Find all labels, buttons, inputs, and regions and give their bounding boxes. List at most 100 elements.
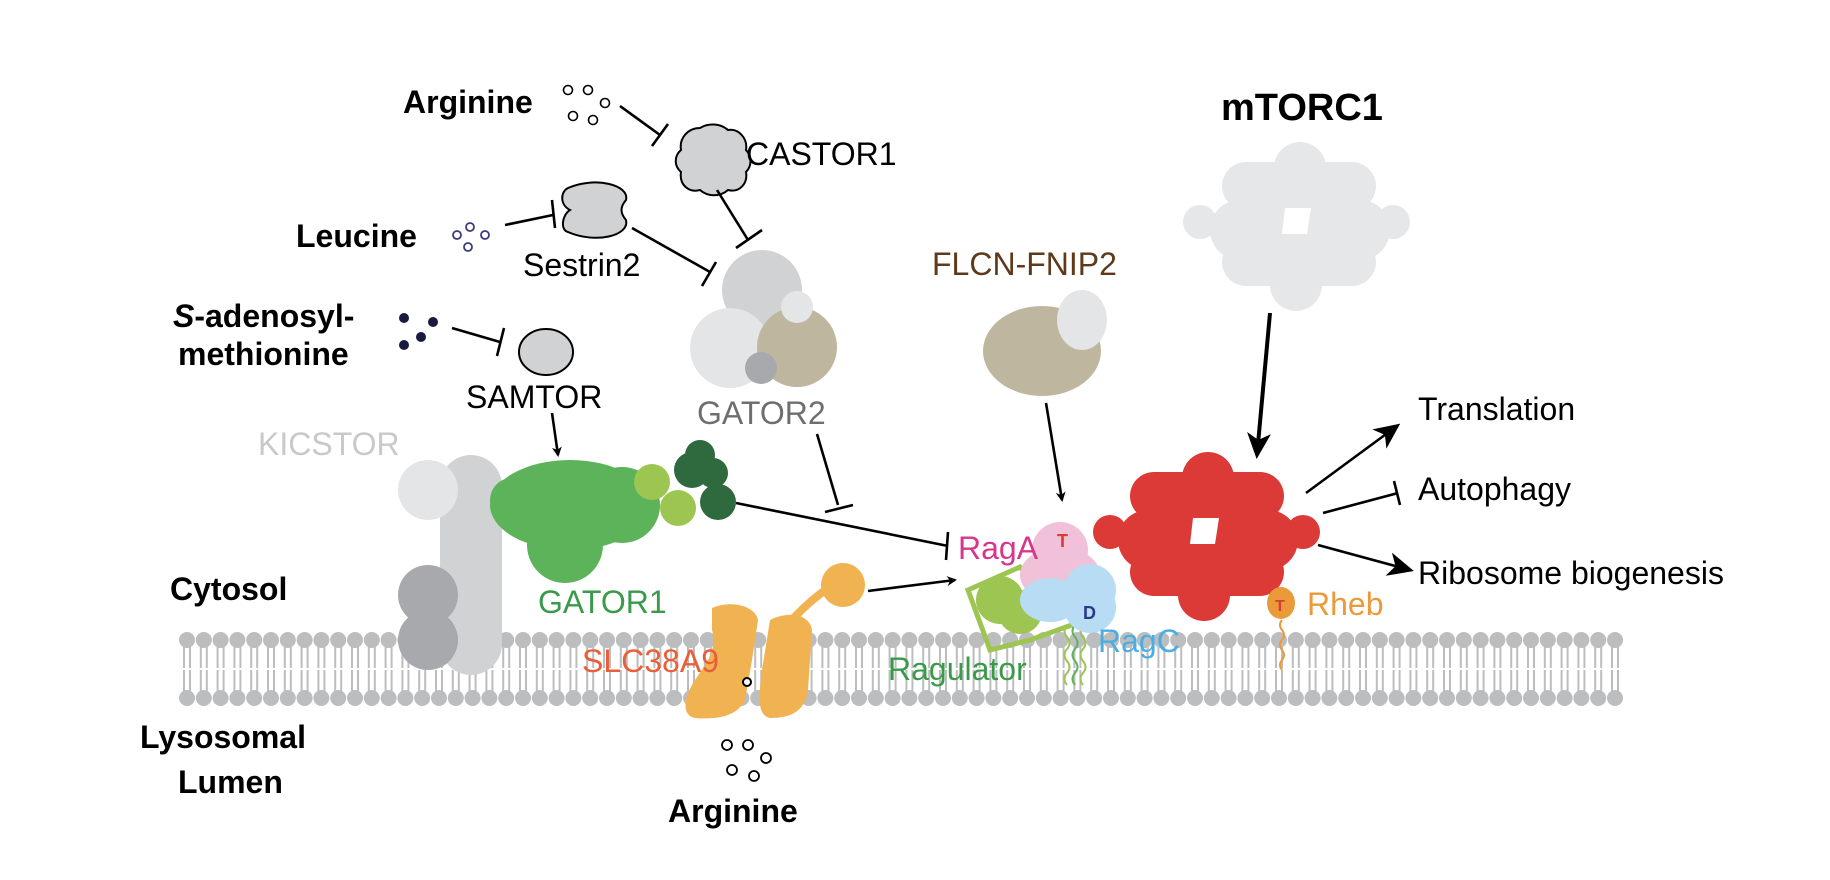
- lipid-upper: [1287, 632, 1304, 668]
- lipid-upper: [565, 632, 582, 668]
- raga-label: RagA: [958, 530, 1039, 566]
- ragulator-label: Ragulator: [888, 651, 1027, 687]
- lipid-lower: [1136, 670, 1153, 706]
- lipid-lower: [1388, 670, 1405, 706]
- lipid-lower: [1170, 670, 1187, 706]
- lipid-lower: [1338, 670, 1355, 706]
- lipid-lower: [1304, 670, 1321, 706]
- leucine-molecules: [452, 222, 490, 252]
- lipid-lower: [246, 670, 263, 706]
- mtorc1-recruitment-arrow: [1247, 312, 1272, 459]
- slc38a9-transporter: [685, 563, 865, 719]
- output-translation: Translation: [1418, 391, 1575, 427]
- lipid-lower: [1355, 670, 1371, 706]
- sestrin2-protein: [561, 181, 628, 239]
- lipid-upper: [1539, 632, 1556, 668]
- lipid-upper: [179, 632, 195, 668]
- lipid-upper: [515, 632, 531, 668]
- lipid-lower: [531, 670, 548, 706]
- lipid-upper: [1489, 632, 1506, 668]
- lipid-upper: [380, 632, 397, 668]
- gator2-label: GATOR2: [697, 395, 826, 431]
- lipid-upper: [1439, 632, 1455, 668]
- lipid-upper: [1556, 632, 1573, 668]
- lipid-lower: [1086, 670, 1103, 706]
- slc38a9-rag-arrow: [867, 576, 957, 593]
- arginine-molecules-cytosol: [562, 84, 611, 126]
- kicstor-pillar: [440, 455, 502, 675]
- lipid-lower: [1506, 670, 1523, 706]
- mtorc1-inactive: [1183, 142, 1410, 311]
- lipid-lower: [1271, 670, 1287, 706]
- lipid-upper: [851, 632, 867, 668]
- sam-rest: -adenosyl-: [194, 298, 354, 334]
- lipid-upper: [834, 632, 851, 668]
- gator1-label: GATOR1: [538, 584, 667, 620]
- ragc-protein: [1020, 564, 1116, 633]
- lipid-lower: [447, 670, 464, 706]
- lipid-lower: [1254, 670, 1271, 706]
- lipid-lower: [179, 670, 195, 706]
- lipid-upper: [1607, 632, 1623, 668]
- arginine-molecules-lumen: [721, 739, 772, 782]
- ragc-gdp-marker: D: [1083, 603, 1096, 623]
- sam-italic-s: S: [173, 298, 195, 334]
- lipid-lower: [1455, 670, 1472, 706]
- lipid-upper: [1338, 632, 1355, 668]
- lipid-upper: [1405, 632, 1422, 668]
- lipid-lower: [263, 670, 279, 706]
- lipid-upper: [229, 632, 246, 668]
- flcn-fnip2-complex: [983, 290, 1107, 396]
- lipid-upper: [330, 632, 347, 668]
- lipid-upper: [867, 632, 884, 668]
- sam-label-line1: S-adenosyl-: [173, 298, 354, 334]
- lipid-upper: [1187, 632, 1203, 668]
- lipid-upper: [1203, 632, 1220, 668]
- lipid-upper: [1355, 632, 1371, 668]
- lipid-upper: [1455, 632, 1472, 668]
- lipid-lower: [1103, 670, 1119, 706]
- inhibition-bar: [944, 531, 950, 561]
- lipid-lower: [1539, 670, 1556, 706]
- lipid-lower: [195, 670, 212, 706]
- lipid-lower: [279, 670, 296, 706]
- lipid-upper: [1506, 632, 1523, 668]
- castor1-protein: [674, 123, 752, 197]
- lipid-lower: [296, 670, 313, 706]
- slc38a9-label: SLC38A9: [582, 643, 719, 679]
- lipid-upper: [296, 632, 313, 668]
- kicstor-subunit-mid: [398, 565, 458, 625]
- cytosol-label: Cytosol: [170, 571, 287, 607]
- gator1-complex: [490, 440, 736, 583]
- lipid-lower: [498, 670, 515, 706]
- sam-molecules: [399, 313, 438, 350]
- inhibition-bar: [550, 199, 557, 229]
- lipid-lower: [464, 670, 481, 706]
- lipid-upper: [1371, 632, 1388, 668]
- sam-label-line2: methionine: [178, 336, 349, 372]
- sestrin2-gator2-inhibition: [631, 226, 711, 274]
- output-autophagy: Autophagy: [1418, 471, 1571, 507]
- lipid-lower: [1523, 670, 1539, 706]
- lipid-lower: [834, 670, 851, 706]
- lipid-upper: [1304, 632, 1321, 668]
- lipid-lower: [380, 670, 397, 706]
- lipid-lower: [397, 670, 414, 706]
- inhibition-bar: [700, 261, 718, 287]
- translation-arrow: [1305, 423, 1401, 495]
- castor1-gator2-inhibition: [715, 189, 750, 241]
- lipid-lower: [1405, 670, 1422, 706]
- kicstor-subunit-top: [398, 460, 458, 520]
- mtorc1-active: [1093, 452, 1320, 621]
- rheb-label: Rheb: [1307, 586, 1384, 622]
- ribosome-arrow: [1317, 543, 1414, 576]
- autophagy-inhibition: [1322, 491, 1399, 515]
- mtorc1-title: mTORC1: [1221, 87, 1383, 129]
- lipid-lower: [1472, 670, 1489, 706]
- inhibition-bar: [650, 123, 670, 147]
- lipid-upper: [347, 632, 363, 668]
- lipid-upper: [279, 632, 296, 668]
- gator1-raga-inhibition: [735, 501, 949, 548]
- lipid-lower: [1590, 670, 1607, 706]
- lipid-lower: [1287, 670, 1304, 706]
